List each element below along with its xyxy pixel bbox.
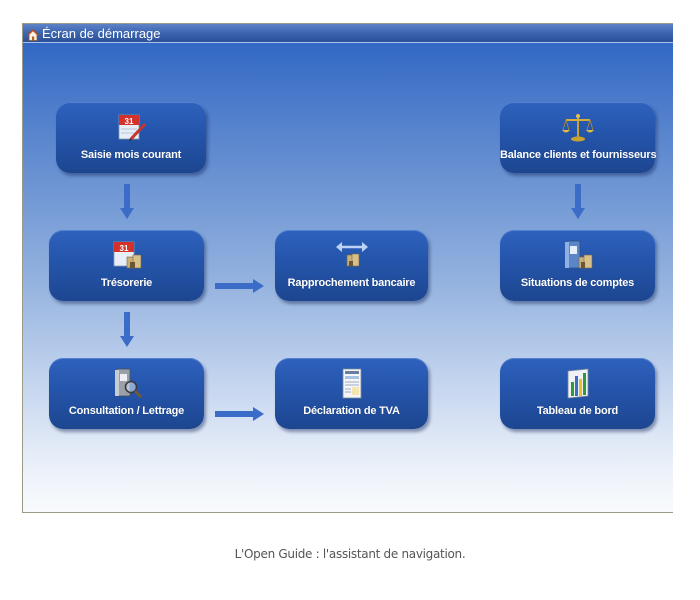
calendar-money-icon: 31 xyxy=(110,240,144,272)
arrow-down-balance-to-situations xyxy=(571,184,585,219)
navigation-canvas: 31 Saisie mois courant xyxy=(23,43,673,512)
binder-money-icon xyxy=(561,240,595,272)
tax-form-icon xyxy=(335,368,369,400)
tresorerie-button[interactable]: 31 Trésorerie xyxy=(49,230,204,301)
svg-text:31: 31 xyxy=(119,244,128,253)
bar-chart-icon xyxy=(561,368,595,400)
arrow-down-tresorerie-to-consultation xyxy=(120,312,134,347)
declaration-de-tva-label: Déclaration de TVA xyxy=(303,405,400,417)
consultation-lettrage-button[interactable]: Consultation / Lettrage xyxy=(49,358,204,429)
binder-magnifier-icon xyxy=(110,368,144,400)
scales-icon xyxy=(561,112,595,144)
tableau-de-bord-label: Tableau de bord xyxy=(536,405,619,417)
arrow-right-consultation-to-declaration xyxy=(215,407,264,421)
consultation-lettrage-label: Consultation / Lettrage xyxy=(68,405,185,417)
balance-clients-fournisseurs-button[interactable]: Balance clients et fournisseurs xyxy=(500,102,657,173)
declaration-de-tva-button[interactable]: Déclaration de TVA xyxy=(275,358,428,429)
tresorerie-label: Trésorerie xyxy=(100,277,153,289)
saisie-mois-courant-label: Saisie mois courant xyxy=(80,149,182,161)
double-arrow-money-icon xyxy=(335,240,369,272)
figure-caption: L'Open Guide : l'assistant de navigation… xyxy=(234,547,466,561)
situations-de-comptes-button[interactable]: Situations de comptes xyxy=(500,230,655,301)
home-icon xyxy=(26,27,40,41)
svg-text:31: 31 xyxy=(125,117,134,126)
window-title: Écran de démarrage xyxy=(42,25,161,41)
title-bar: Écran de démarrage xyxy=(23,24,673,43)
arrow-right-tresorerie-to-rapprochement xyxy=(215,279,264,293)
situations-de-comptes-label: Situations de comptes xyxy=(520,277,635,289)
saisie-mois-courant-button[interactable]: 31 Saisie mois courant xyxy=(56,102,206,173)
balance-clients-fournisseurs-label: Balance clients et fournisseurs xyxy=(500,149,657,161)
start-screen-window: Écran de démarrage 31 Saisie mois couran… xyxy=(22,23,673,513)
arrow-down-saisie-to-tresorerie xyxy=(120,184,134,219)
rapprochement-bancaire-label: Rapprochement bancaire xyxy=(287,277,416,289)
tableau-de-bord-button[interactable]: Tableau de bord xyxy=(500,358,655,429)
rapprochement-bancaire-button[interactable]: Rapprochement bancaire xyxy=(275,230,428,301)
calendar-pencil-icon: 31 xyxy=(114,112,148,144)
